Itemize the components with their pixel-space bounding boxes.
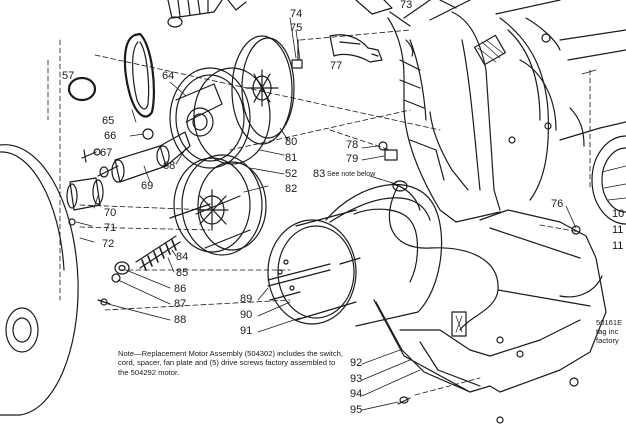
part-label-73: 73 xyxy=(400,0,413,11)
screw-67 xyxy=(81,149,97,163)
part-label-95: 95 xyxy=(350,404,363,416)
lower-pulley xyxy=(169,154,267,256)
part-label-71: 71 xyxy=(104,222,117,234)
small-clip xyxy=(291,39,303,69)
part-label-80: 80 xyxy=(285,136,298,148)
washer-stack xyxy=(97,261,130,306)
spring xyxy=(135,235,181,271)
part-label-93: 93 xyxy=(350,373,363,385)
chassis-housing xyxy=(387,0,626,223)
part-label-86: 86 xyxy=(174,283,187,295)
part-label-79: 79 xyxy=(346,153,359,165)
rear-pulley xyxy=(231,35,295,145)
part-label-11b: 11 xyxy=(612,240,624,252)
right-wheel xyxy=(591,135,626,225)
part-label-77: 77 xyxy=(330,60,343,72)
tag-line: tag inc xyxy=(596,327,619,336)
o-ring xyxy=(67,76,97,102)
part-label-83: 83 xyxy=(313,168,326,180)
part-label-76: 76 xyxy=(551,198,564,210)
part-label-68: 68 xyxy=(163,160,176,172)
part-label-11a: 11 xyxy=(612,224,624,236)
part-label-91: 91 xyxy=(240,325,253,337)
construction-lines xyxy=(47,29,591,396)
pulley-shaft xyxy=(93,131,191,183)
washer xyxy=(142,128,154,140)
motor-cord xyxy=(388,185,499,331)
part-label-52: 52 xyxy=(285,168,298,180)
part-label-90: 90 xyxy=(240,309,253,321)
screw-95 xyxy=(397,396,411,405)
left-cover-disc xyxy=(0,144,79,416)
part-label-72: 72 xyxy=(102,238,115,250)
part-label-78: 78 xyxy=(346,139,359,151)
part-label-10x: 10 xyxy=(612,208,625,220)
screw-71 xyxy=(68,218,76,226)
part-label-94: 94 xyxy=(350,388,363,400)
drive-shaft xyxy=(355,0,411,27)
part-label-65: 65 xyxy=(102,115,115,127)
part-label-84: 84 xyxy=(176,251,189,263)
belt xyxy=(123,32,155,118)
part-label-88: 88 xyxy=(174,314,187,326)
part-label-69: 69 xyxy=(141,180,154,192)
small-parts xyxy=(378,141,398,161)
part-label-81: 81 xyxy=(285,152,298,164)
part-label-57: 57 xyxy=(62,70,75,82)
bracket xyxy=(329,34,383,63)
motor xyxy=(267,180,443,327)
see-note-label: See note below xyxy=(327,171,376,178)
part-label-82: 82 xyxy=(285,183,298,195)
leader-lines xyxy=(75,17,597,411)
motor-cover xyxy=(373,209,607,393)
part-label-75: 75 xyxy=(290,22,303,34)
part-label-89: 89 xyxy=(240,293,253,305)
retaining-clip xyxy=(66,177,104,211)
part-label-70: 70 xyxy=(104,207,117,219)
top-shaft xyxy=(167,0,247,28)
part-label-87: 87 xyxy=(174,298,187,310)
part-label-74: 74 xyxy=(290,8,303,20)
part-label-66: 66 xyxy=(104,130,117,142)
tag-line: factory xyxy=(596,336,619,345)
part-label-64: 64 xyxy=(162,70,175,82)
screw-bottom xyxy=(496,416,504,424)
front-pulley xyxy=(169,67,271,169)
replacement-motor-note: Note—Replacement Motor Assembly (504302)… xyxy=(118,349,343,377)
tag-line: 50161E xyxy=(596,318,623,327)
part-label-92: 92 xyxy=(350,357,363,369)
tag-note: 50161E tag inc factory xyxy=(596,318,622,345)
part-label-67: 67 xyxy=(100,147,113,159)
part-label-85: 85 xyxy=(176,267,189,279)
